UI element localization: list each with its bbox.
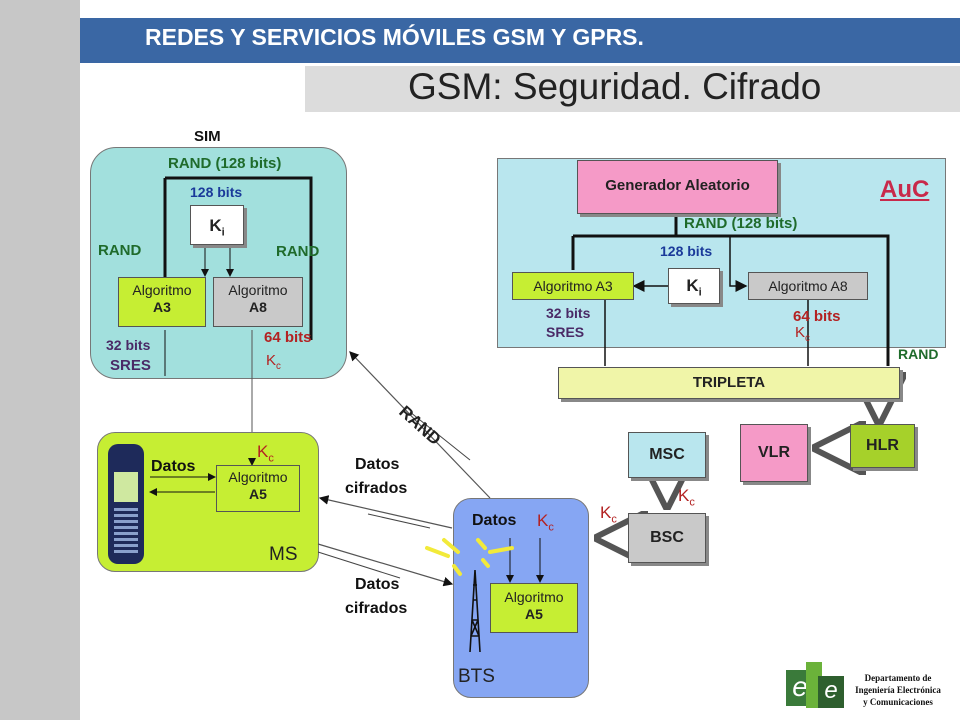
auc-internal-arrows — [604, 236, 809, 366]
vlr-label: VLR — [758, 444, 790, 461]
cifrados-deco-line2 — [317, 551, 401, 579]
sim-rand-right-label: RAND — [276, 243, 320, 260]
auc-sres-label: SRES — [546, 324, 585, 340]
sim-alg-a3-line2: A3 — [153, 299, 171, 315]
ms-kc-label: Kc — [257, 442, 274, 465]
auc-alg-a8-box: Algoritmo A8 — [748, 272, 868, 300]
auc-bits64-label: 64 bits — [793, 308, 841, 325]
sim-label: SIM — [194, 128, 221, 145]
bts-label: BTS — [458, 666, 495, 687]
dept-line1: Departamento de — [864, 673, 932, 683]
sim-bits64-label: 64 bits — [264, 329, 312, 346]
cifrados-deco-line1 — [367, 513, 431, 529]
rand-deco-line — [409, 411, 471, 461]
auc-alg-a8-label: Algoritmo A8 — [768, 278, 848, 294]
sim-alg-a8-line1: Algoritmo — [228, 282, 288, 298]
sim-alg-a3-box: Algoritmo A3 — [118, 277, 206, 327]
sim-bits128-label: 128 bits — [190, 184, 243, 200]
auc-bits128-label: 128 bits — [660, 243, 713, 259]
bts-kc-label: Kc — [537, 511, 554, 534]
vlr-box: VLR — [740, 424, 808, 482]
auc-alg-a3-label: Algoritmo A3 — [533, 278, 613, 294]
slide-title: GSM: Seguridad. Cifrado — [408, 66, 822, 107]
bts-internal-arrows — [506, 538, 544, 583]
msc-bsc-kc-label: Kc — [678, 486, 695, 509]
bsc-bts-kc-label: Kc — [600, 503, 617, 526]
sim-sres-label: SRES — [110, 357, 151, 374]
bts-datos-label: Datos — [472, 512, 517, 529]
random-generator-box: Generador Aleatorio — [577, 160, 778, 214]
sim-rand-left-label: RAND — [98, 242, 142, 259]
bts-alg-a5-line2: A5 — [525, 606, 543, 622]
auc-bits32-label: 32 bits — [546, 305, 591, 321]
header-band — [80, 18, 960, 63]
sim-alg-a8-box: Algoritmo A8 — [213, 277, 303, 327]
cifrados-bottom-line1: Datos — [355, 576, 400, 593]
bts-alg-a5-line1: Algoritmo — [504, 589, 564, 605]
bts-alg-a5-box: Algoritmo A5 — [490, 583, 578, 633]
hlr-label: HLR — [866, 437, 899, 454]
dept-line3: y Comunicaciones — [863, 697, 933, 707]
auc-rand-out-label: RAND — [898, 346, 939, 362]
random-generator-label: Generador Aleatorio — [605, 177, 750, 194]
auc-rand-label: RAND (128 bits) — [684, 215, 798, 232]
sim-rand-label: RAND (128 bits) — [168, 155, 282, 172]
hlr-box: HLR — [850, 424, 915, 468]
ms-alg-a5-line1: Algoritmo — [228, 469, 288, 485]
sim-bits32-label: 32 bits — [106, 337, 151, 353]
msc-label: MSC — [649, 446, 685, 463]
auc-ki-box: Ki — [668, 268, 720, 304]
radio-waves-icon — [425, 538, 514, 576]
sim-ki-box: Ki — [190, 205, 244, 245]
tripleta-box: TRIPLETA — [558, 367, 900, 399]
sim-alg-a3-line1: Algoritmo — [132, 282, 192, 298]
cifrados-downlink-arrow — [318, 495, 453, 529]
auc-rand-bus — [571, 214, 890, 366]
sim-internal-arrows — [164, 244, 253, 432]
cifrados-top-line1: Datos — [355, 456, 400, 473]
department-name: Departamento de Ingeniería Electrónica y… — [842, 672, 954, 708]
department-logo: e e — [786, 662, 846, 712]
cifrados-uplink-arrow — [317, 543, 454, 587]
ms-datos-label: Datos — [151, 458, 196, 475]
course-title: REDES Y SERVICIOS MÓVILES GSM Y GPRS. — [145, 24, 644, 50]
mobile-phone-icon — [106, 444, 146, 564]
rand-diagonal-arrow — [349, 351, 491, 499]
msc-box: MSC — [628, 432, 706, 478]
ms-internal-arrows — [149, 458, 256, 496]
auc-ki-text: Ki — [686, 276, 702, 299]
bsc-label: BSC — [650, 529, 684, 546]
dept-line2: Ingeniería Electrónica — [855, 685, 941, 695]
subtitle-band — [305, 66, 960, 112]
ms-alg-a5-line2: A5 — [249, 486, 267, 502]
bsc-box: BSC — [628, 513, 706, 563]
auc-alg-a3-box: Algoritmo A3 — [512, 272, 634, 300]
sim-ki-text: Ki — [209, 216, 225, 239]
sim-rand-bus — [163, 176, 313, 340]
ms-label: MS — [269, 544, 298, 565]
sim-panel — [90, 147, 347, 379]
left-sidebar-band — [0, 0, 80, 720]
ms-alg-a5-box: Algoritmo A5 — [216, 465, 300, 512]
tripleta-label: TRIPLETA — [692, 374, 766, 391]
auc-label: AuC — [880, 176, 930, 203]
antenna-tower-icon — [469, 569, 481, 653]
sim-alg-a8-line2: A8 — [249, 299, 267, 315]
logo-letter-e2: e — [818, 676, 844, 708]
cifrados-top-line2: cifrados — [345, 480, 408, 497]
cifrados-bottom-line2: cifrados — [345, 600, 408, 617]
sim-kc-label: Kc — [266, 352, 281, 372]
auc-kc-label: Kc — [795, 324, 810, 344]
